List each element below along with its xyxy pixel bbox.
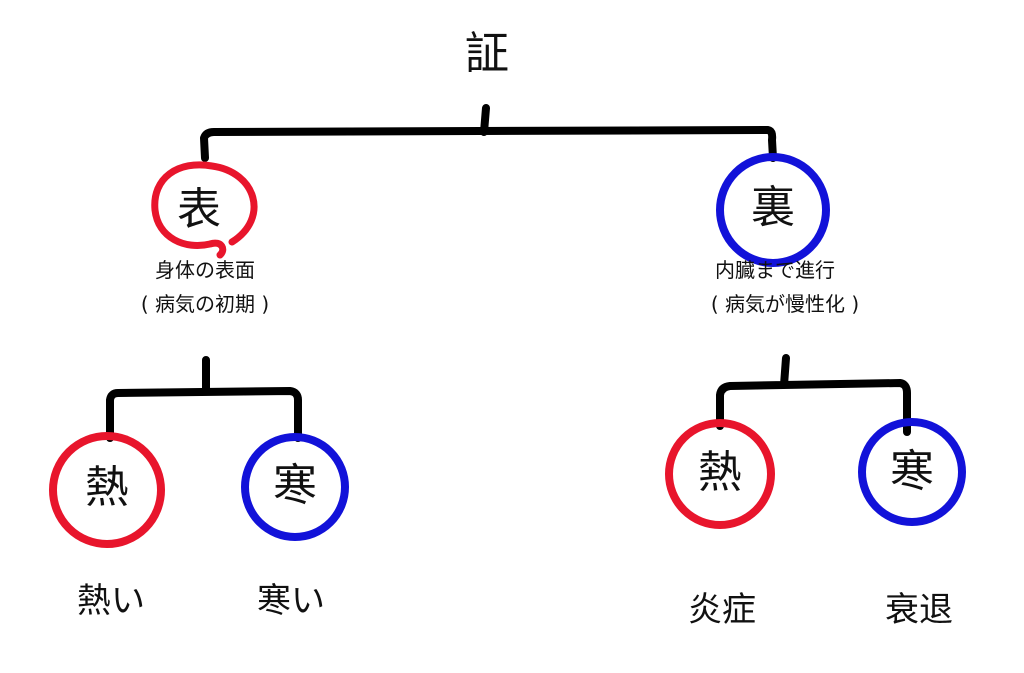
root-label: 証 xyxy=(465,28,509,79)
left-kan-caption: 寒い xyxy=(257,581,325,621)
left-connector xyxy=(106,356,302,442)
right-kan-caption: 衰退 xyxy=(885,590,953,630)
hyou-label: 表 xyxy=(177,184,221,235)
right-netsu-circle xyxy=(665,419,775,529)
left-kan-circle xyxy=(241,433,349,541)
left-kan-label: 寒 xyxy=(273,460,317,511)
ri-label: 裏 xyxy=(751,182,795,233)
ri-description-line2: ( 病気が慢性化 ) xyxy=(710,292,860,316)
right-connector xyxy=(716,354,911,436)
left-netsu-label: 熱 xyxy=(85,462,129,513)
hyou-description-line2: ( 病気の初期 ) xyxy=(140,292,270,316)
left-netsu-circle xyxy=(49,432,165,548)
hyou-description-line1: 身体の表面 xyxy=(155,258,255,282)
hyou-circle xyxy=(151,161,258,259)
ri-circle xyxy=(716,153,830,267)
left-netsu-caption: 熱い xyxy=(77,581,145,621)
root-connector xyxy=(200,104,777,162)
right-kan-label: 寒 xyxy=(890,446,934,497)
right-netsu-label: 熱 xyxy=(698,447,742,498)
right-netsu-caption: 炎症 xyxy=(688,590,756,630)
right-kan-circle xyxy=(858,418,966,526)
ri-description-line1: 内臓まで進行 xyxy=(715,258,835,282)
